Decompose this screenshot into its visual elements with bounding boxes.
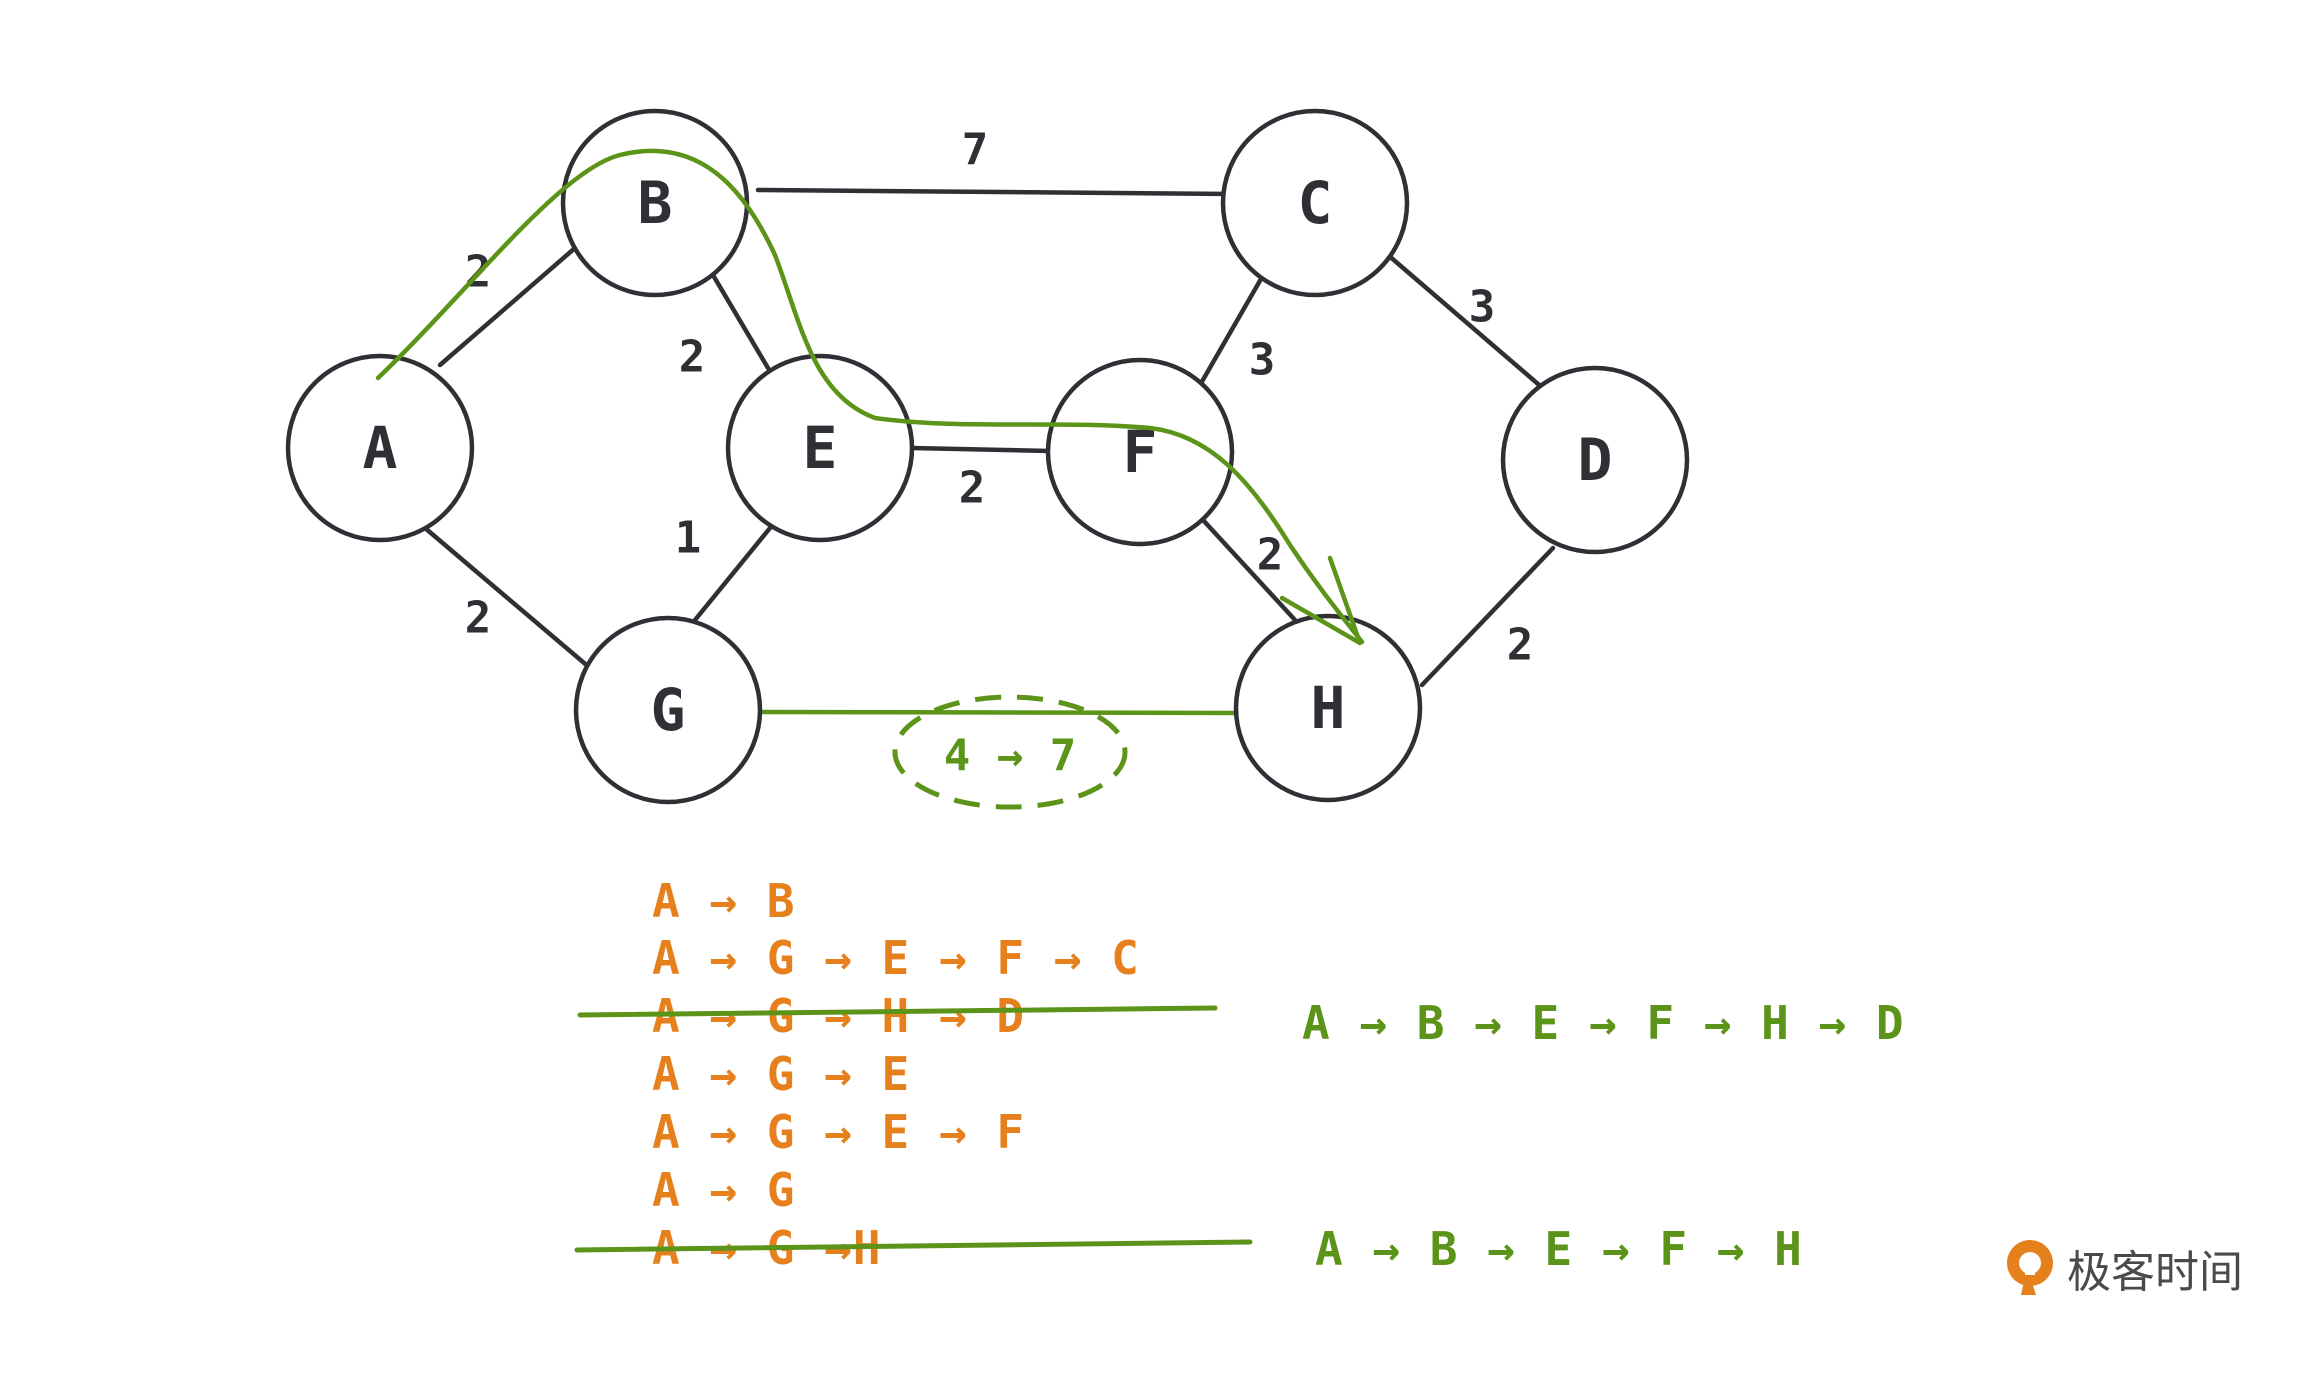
highlighted-path-curve (375, 148, 1365, 645)
node-g-label: G (651, 676, 686, 744)
node-c-label: C (1298, 169, 1333, 237)
explored-path-3: A → G → E (652, 1047, 911, 1101)
node-f: F (1045, 357, 1235, 547)
weight-f-h: 2 (1257, 530, 1284, 581)
geektime-logo-icon (2007, 1240, 2053, 1295)
logo-text: 极客时间 (2067, 1247, 2243, 1298)
explored-path-5: A → G (652, 1163, 796, 1217)
weight-a-g: 2 (465, 593, 492, 644)
arrowhead-icon (1279, 555, 1363, 646)
replacement-path-1: A → B → E → F → H (1315, 1222, 1803, 1276)
node-b-label: B (638, 169, 673, 237)
edge-c-d (1385, 252, 1548, 393)
strike-line-path-6 (574, 1239, 1253, 1253)
replacement-path-0: A → B → E → F → H → D (1302, 996, 1905, 1050)
explored-path-4: A → G → E → F (652, 1105, 1026, 1159)
weight-b-e: 2 (679, 332, 706, 383)
node-h: H (1233, 613, 1423, 803)
node-a-label: A (363, 414, 398, 482)
edge-e-g (692, 525, 773, 623)
weight-c-f: 3 (1249, 335, 1276, 386)
node-d-label: D (1578, 426, 1613, 494)
explored-path-1: A → G → E → F → C (652, 931, 1140, 985)
highlighted-path-overlay: 4 → 7 (375, 148, 1365, 810)
edge-b-e (707, 267, 771, 371)
edge-b-c (755, 187, 1238, 197)
node-e: E (725, 353, 915, 543)
explored-path-0: A → B (652, 874, 796, 928)
node-c: C (1220, 108, 1410, 298)
weight-b-c: 7 (962, 125, 989, 176)
edge-e-f (909, 445, 1053, 454)
edge-f-h (1200, 517, 1298, 623)
edge-a-g (422, 525, 593, 671)
edge-d-h (1419, 545, 1556, 688)
weight-d-h: 2 (1507, 620, 1534, 671)
weight-e-f: 2 (959, 463, 986, 514)
update-annotation: 4 → 7 (944, 731, 1076, 782)
node-e-label: E (803, 414, 838, 482)
edge-c-f (1197, 269, 1268, 388)
weight-e-g: 1 (675, 513, 702, 564)
edges-layer (422, 187, 1556, 716)
node-g: G (573, 615, 763, 805)
nodes-layer: A B C D E F G H (285, 108, 1690, 805)
node-d: D (1500, 365, 1690, 555)
dashed-ellipse (892, 694, 1128, 810)
node-h-label: H (1311, 674, 1346, 742)
brand-logo: 极客时间 (2003, 1236, 2243, 1300)
weight-c-d: 3 (1469, 282, 1496, 333)
strike-line-path-2 (577, 1005, 1218, 1018)
node-a: A (285, 353, 475, 543)
edge-g-h (759, 709, 1238, 716)
edge-a-b (437, 245, 578, 368)
